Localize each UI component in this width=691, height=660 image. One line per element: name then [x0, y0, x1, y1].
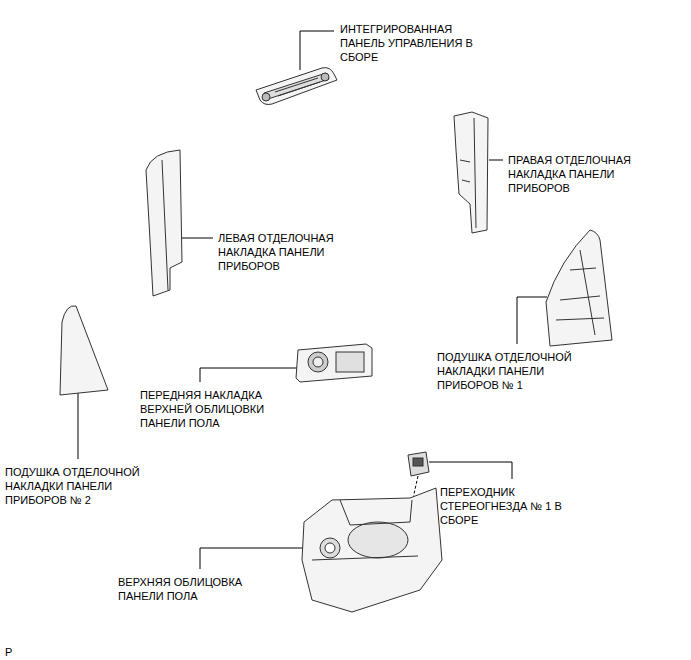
part-label: ПЕРЕДНЯЯ НАКЛАДКА ВЕРХНЕЙ ОБЛИЦОВКИ ПАНЕ…	[140, 388, 290, 430]
part-label: ПРАВАЯ ОТДЕЛОЧНАЯ НАКЛАДКА ПАНЕЛИ ПРИБОР…	[508, 153, 658, 195]
part-label: ИНТЕГРИРОВАННАЯ ПАНЕЛЬ УПРАВЛЕНИЯ В СБОР…	[340, 22, 490, 64]
figure-code: P	[5, 645, 35, 659]
part-label: ПОДУШКА ОТДЕЛОЧНОЙ НАКЛАДКИ ПАНЕЛИ ПРИБО…	[437, 350, 587, 392]
part-label: ПОДУШКА ОТДЕЛОЧНОЙ НАКЛАДКИ ПАНЕЛИ ПРИБО…	[5, 465, 155, 507]
part-label: ВЕРХНЯЯ ОБЛИЦОВКА ПАНЕЛИ ПОЛА	[118, 575, 268, 603]
part-drawings	[60, 68, 612, 612]
part-label: ПЕРЕХОДНИК СТЕРЕОГНЕЗДА № 1 В СБОРЕ	[440, 485, 580, 527]
part-label: ЛЕВАЯ ОТДЕЛОЧНАЯ НАКЛАДКА ПАНЕЛИ ПРИБОРО…	[218, 231, 368, 273]
